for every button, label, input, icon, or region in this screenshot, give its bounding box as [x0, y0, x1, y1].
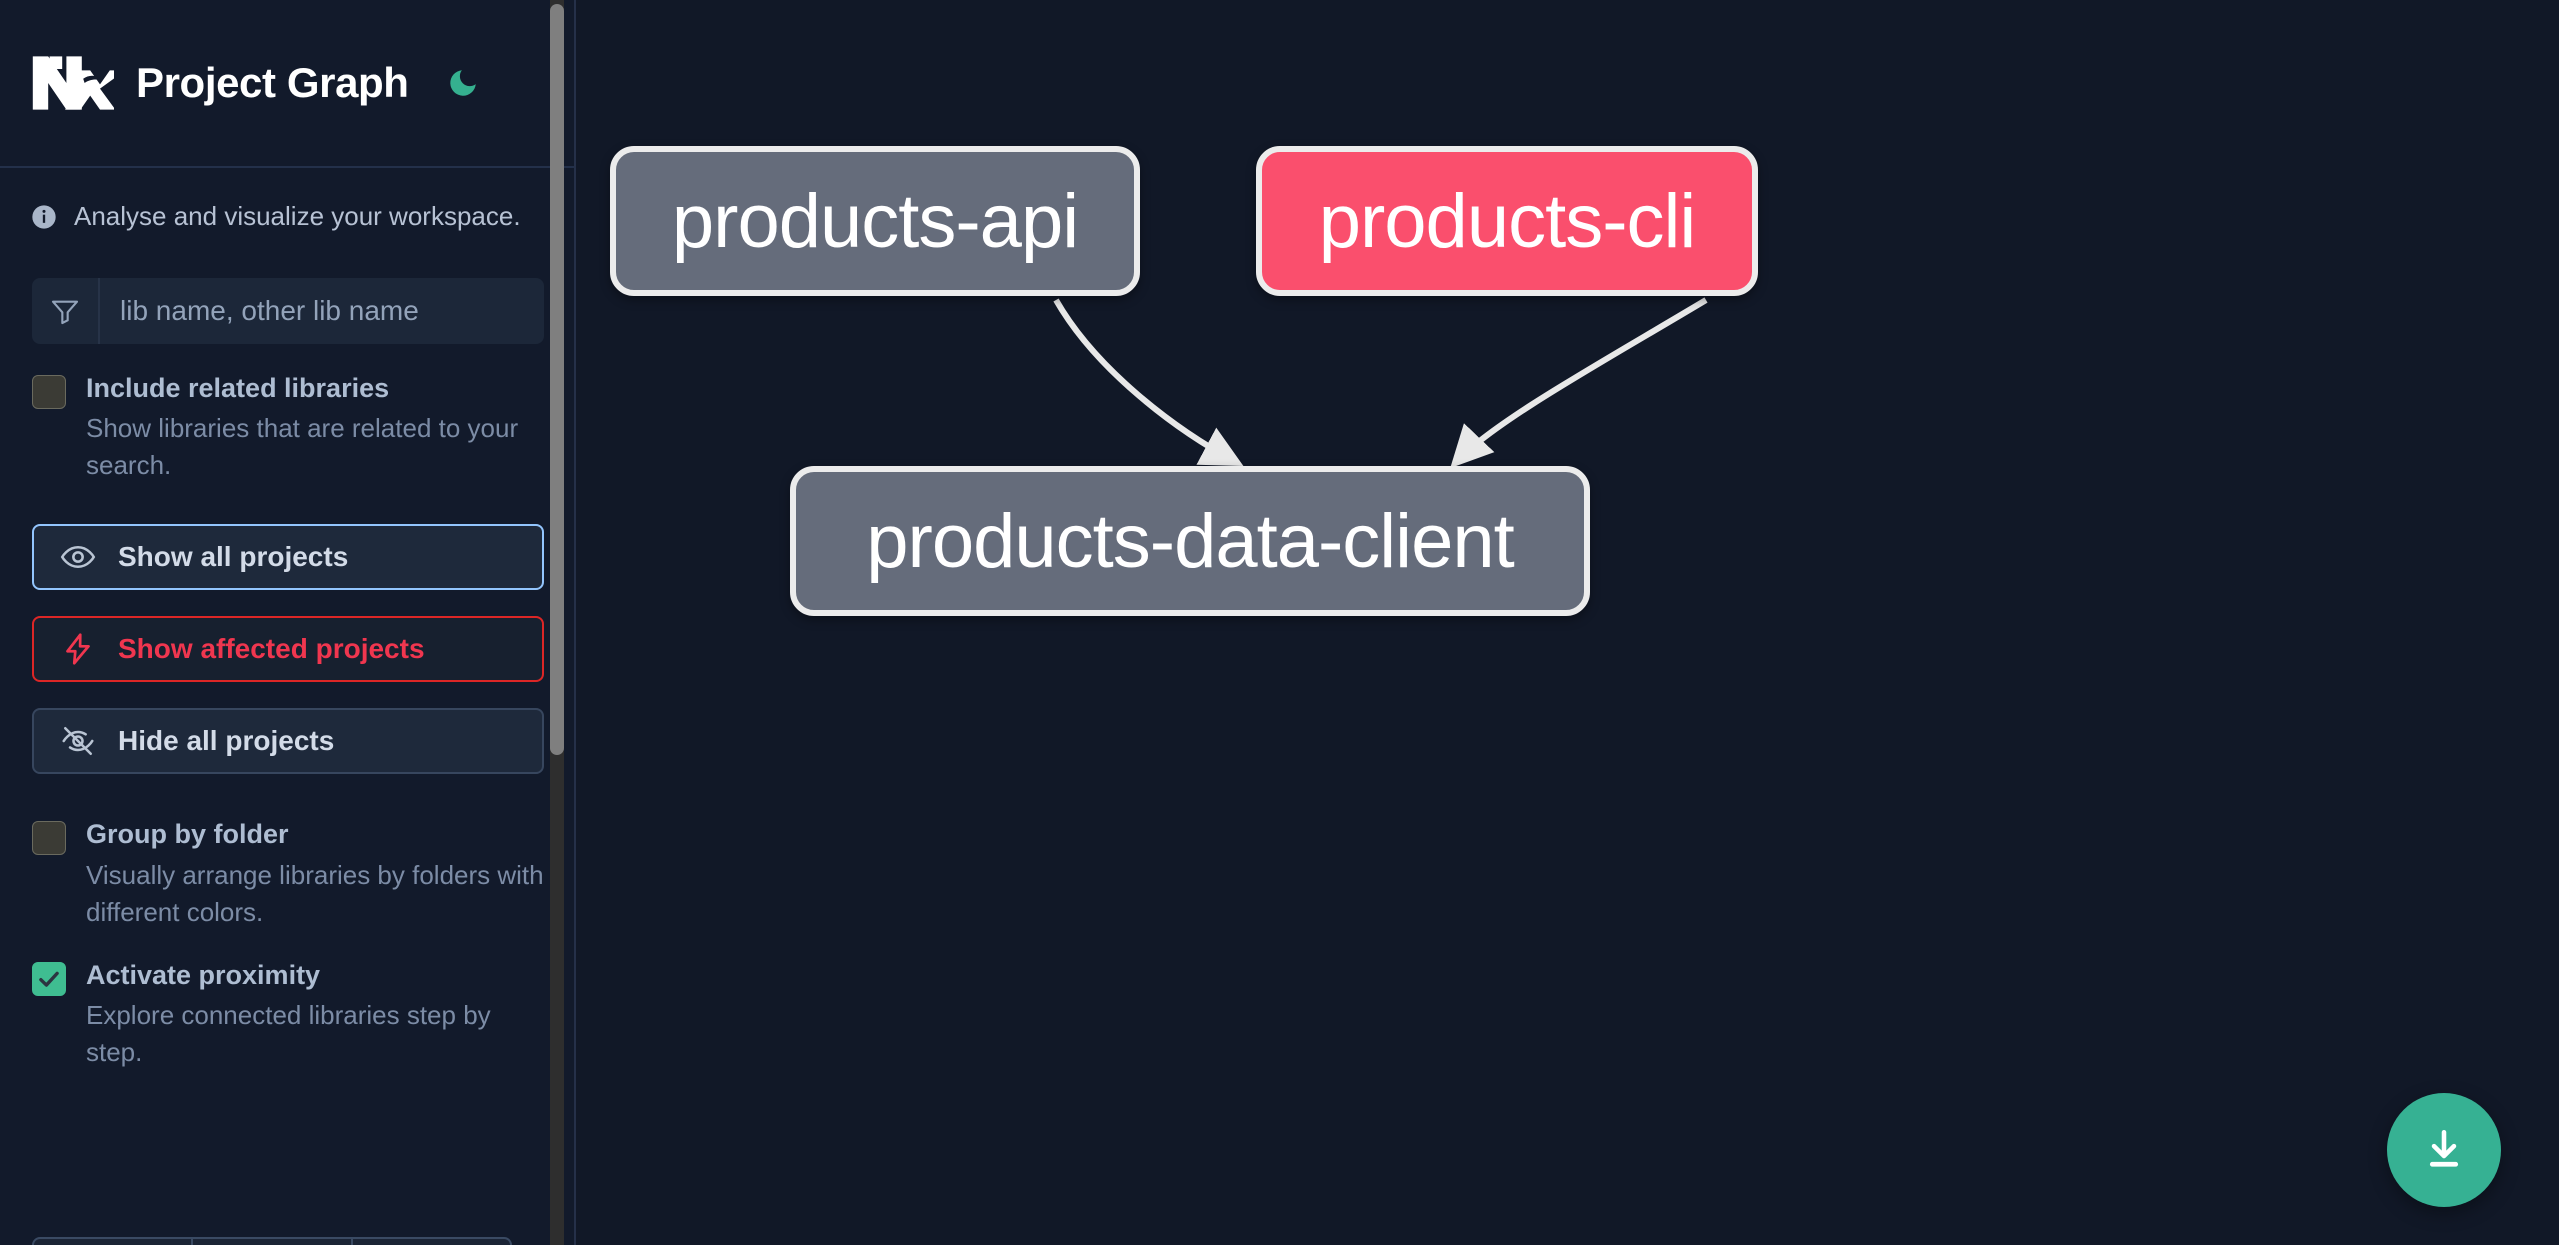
graph-node-products-cli[interactable]: products-cli: [1256, 146, 1758, 296]
show-all-projects-button[interactable]: Show all projects: [32, 524, 544, 591]
filter-icon: [32, 278, 100, 344]
edge-products-api-to-products-data-client: [1053, 298, 1244, 466]
graph-node-label: products-cli: [1318, 178, 1697, 264]
option-description: Show libraries that are related to your …: [86, 413, 519, 481]
option-activate-proximity[interactable]: Activate proximity Explore connected lib…: [0, 931, 576, 1071]
graph-node-label: products-data-client: [866, 498, 1514, 584]
download-graph-button[interactable]: [2387, 1093, 2501, 1207]
page-title: Project Graph: [136, 59, 409, 106]
checkbox-activate-proximity[interactable]: [32, 961, 66, 996]
option-body: Activate proximity Explore connected lib…: [86, 957, 544, 1071]
option-description: Visually arrange libraries by folders wi…: [86, 859, 544, 927]
show-affected-projects-label: Show affected projects: [118, 633, 425, 665]
hide-all-projects-label: Hide all projects: [118, 725, 335, 757]
checkbox-group-by-folder[interactable]: [32, 821, 66, 856]
eye-icon: [60, 539, 96, 575]
sidebar-scrollbar[interactable]: [550, 0, 564, 1245]
eye-off-icon: [60, 723, 96, 759]
sidebar-actions: Show all projects Show affected projects: [0, 484, 576, 775]
display-mode-segmented-control[interactable]: [32, 1237, 512, 1245]
graph-node-products-api[interactable]: products-api: [610, 146, 1140, 296]
option-body: Group by folder Visually arrange librari…: [86, 816, 544, 930]
lightning-icon: [60, 631, 96, 667]
sidebar: Project Graph Analyse and visualize your…: [0, 0, 576, 1245]
option-group-by-folder[interactable]: Group by folder Visually arrange librari…: [0, 774, 576, 930]
sidebar-scrollbar-thumb[interactable]: [550, 4, 564, 755]
download-icon: [2429, 1129, 2459, 1167]
workspace-info: Analyse and visualize your workspace.: [0, 168, 576, 232]
check-icon: [39, 971, 59, 987]
sidebar-header: Project Graph: [0, 0, 576, 168]
graph-node-products-data-client[interactable]: products-data-client: [790, 466, 1590, 616]
option-include-related-libraries[interactable]: Include related libraries Show libraries…: [0, 344, 576, 484]
search-box[interactable]: [32, 278, 544, 344]
nx-logo: [32, 56, 114, 110]
moon-icon[interactable]: [443, 63, 483, 103]
search-input[interactable]: [100, 278, 544, 344]
segment-2[interactable]: [193, 1239, 353, 1245]
option-title: Include related libraries: [86, 373, 390, 403]
graph-edges: [1053, 297, 1708, 469]
sidebar-scroll-area[interactable]: Project Graph Analyse and visualize your…: [0, 0, 576, 1245]
segment-3[interactable]: [353, 1239, 510, 1245]
option-title: Activate proximity: [86, 959, 321, 990]
checkbox-include-related-libraries[interactable]: [32, 375, 66, 409]
option-description: Explore connected libraries step by step…: [86, 999, 491, 1067]
graph-canvas[interactable]: products-api products-cli products-data-…: [576, 0, 2559, 1245]
segment-1[interactable]: [34, 1239, 194, 1245]
option-title: Group by folder: [86, 819, 289, 850]
option-body: Include related libraries Show libraries…: [86, 370, 544, 484]
show-all-projects-label: Show all projects: [118, 541, 349, 573]
edge-products-cli-to-products-data-client: [1450, 297, 1708, 469]
info-icon: [32, 204, 56, 229]
show-affected-projects-button[interactable]: Show affected projects: [32, 616, 544, 683]
graph-node-label: products-api: [671, 178, 1079, 264]
workspace-info-text: Analyse and visualize your workspace.: [74, 201, 521, 231]
hide-all-projects-button[interactable]: Hide all projects: [32, 708, 544, 775]
sidebar-edge-divider: [574, 0, 576, 1245]
